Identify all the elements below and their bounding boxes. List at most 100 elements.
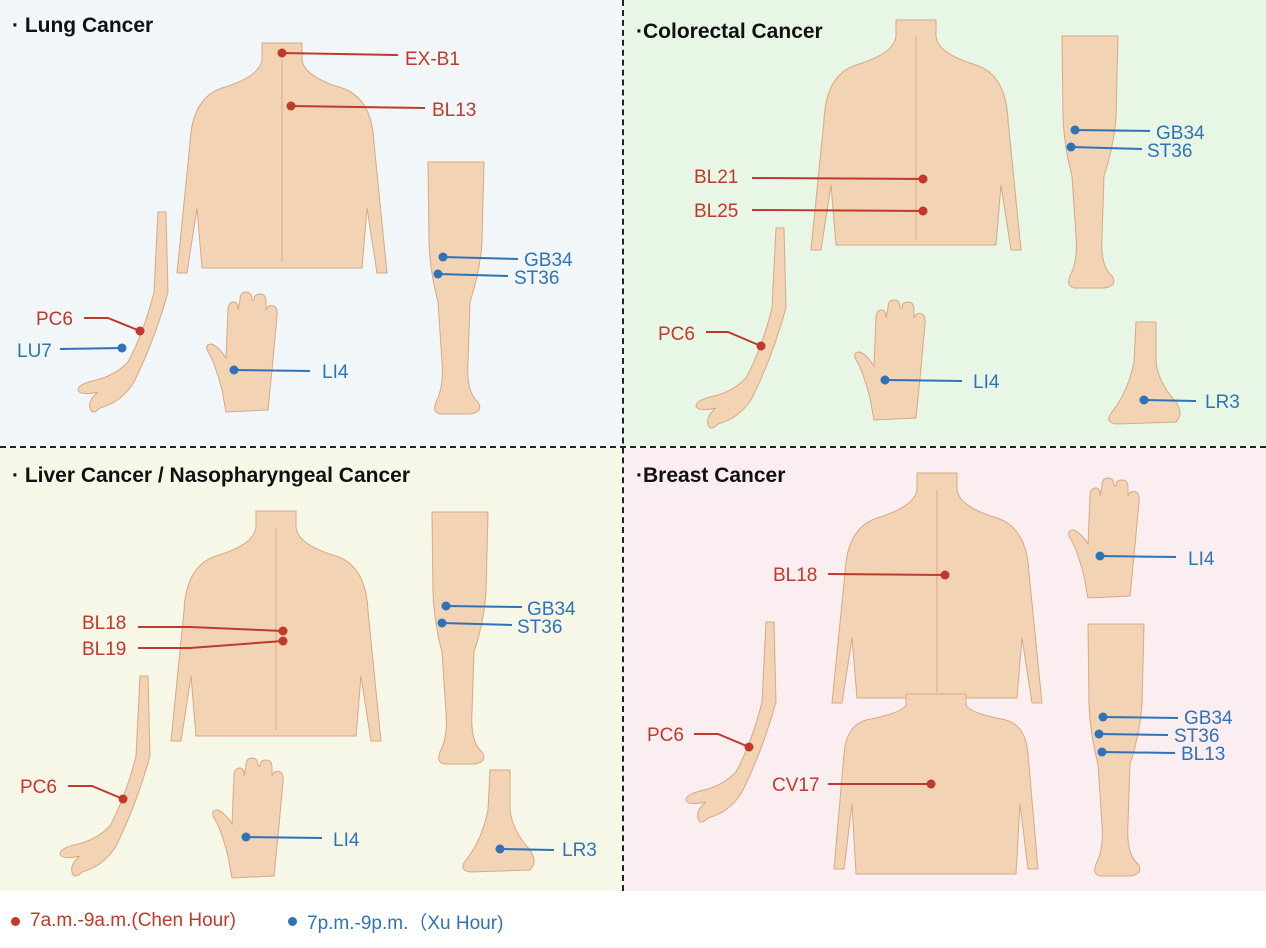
point-label-bl13: BL13 [432, 100, 476, 121]
point-label-lr3: LR3 [1205, 392, 1240, 413]
point-label-st36: ST36 [1147, 141, 1192, 162]
quadrant-title: · Liver Cancer / Nasopharyngeal Cancer [12, 464, 410, 487]
chen-point-dot [286, 101, 296, 111]
leader-line [138, 626, 284, 632]
anatomy-illustration: EX-B1 BL13 GB34 ST36 PC6 LU7 LI4 GB34 [17, 19, 1240, 879]
leader-line [884, 379, 963, 382]
vertical-divider [622, 0, 624, 891]
forearm-figure [685, 621, 777, 823]
legend-item-chen-hour: 7a.m.-9a.m.(Chen Hour) [11, 908, 236, 934]
leader-line [1098, 733, 1169, 736]
acupoints-colorectal: GB34 ST36 BL21 BL25 PC6 LI4 LR3 [658, 123, 1240, 413]
xu-point-dot [880, 375, 890, 385]
leader-line [1101, 751, 1176, 754]
point-label-bl21: BL21 [694, 167, 738, 188]
point-label-pc6: PC6 [20, 777, 57, 798]
xu-point-dot [117, 343, 127, 353]
xu-point-dot [438, 252, 448, 262]
foot-figure [1108, 321, 1181, 425]
leader-line [245, 836, 323, 839]
point-label-li4: LI4 [322, 362, 349, 383]
leader-line [751, 209, 924, 212]
point-label-li4: LI4 [333, 830, 360, 851]
xu-point-dot [1097, 747, 1107, 757]
leader-line [68, 785, 124, 800]
leader-line [694, 733, 750, 748]
legend-item-xu-hour: 7p.m.-9p.m.（Xu Hour) [288, 908, 503, 934]
point-label-pc6: PC6 [658, 324, 695, 345]
leader-line [827, 573, 946, 576]
foot-figure [462, 769, 535, 873]
leg-figure [431, 511, 489, 765]
chen-point-dot [278, 626, 288, 636]
chen-point-dot [918, 206, 928, 216]
hand-figure [212, 757, 284, 879]
leader-line [1099, 555, 1177, 558]
point-label-li4: LI4 [1188, 549, 1215, 570]
body-figures-lung [77, 42, 485, 415]
point-label-bl18: BL18 [82, 613, 126, 634]
xu-point-dot [1094, 729, 1104, 739]
leader-line [706, 331, 762, 347]
hand-figure [206, 291, 278, 413]
xu-point-dot [1098, 712, 1108, 722]
chen-point-dot [278, 636, 288, 646]
point-label-st36: ST36 [517, 617, 562, 638]
xu-point-dot [433, 269, 443, 279]
point-label-lr3: LR3 [562, 840, 597, 861]
point-label-gb34: GB34 [1184, 708, 1233, 729]
leader-line [445, 605, 523, 608]
chen-point-dot [940, 570, 950, 580]
leader-line [281, 52, 399, 56]
leader-line [437, 273, 509, 277]
xu-point-dot [495, 844, 505, 854]
leader-line [1070, 146, 1143, 150]
leader-line [84, 317, 141, 332]
point-label-bl25: BL25 [694, 201, 738, 222]
leg-figure [427, 161, 485, 415]
point-label-st36: ST36 [1174, 726, 1219, 747]
point-label-gb34: GB34 [1156, 123, 1205, 144]
legend-label-xu: 7p.m.-9p.m.（Xu Hour) [307, 912, 504, 934]
forearm-figure [695, 227, 787, 429]
point-label-gb34: GB34 [524, 250, 573, 271]
xu-point-dot [1070, 125, 1080, 135]
xu-point-dot [1095, 551, 1105, 561]
point-label-lu7: LU7 [17, 341, 52, 362]
chen-point-dot [135, 326, 145, 336]
chen-point-dot [918, 174, 928, 184]
leader-line [233, 369, 311, 372]
leader-line [442, 256, 519, 260]
leader-line [1102, 716, 1179, 719]
point-label-cv17: CV17 [772, 775, 820, 796]
body-figures-breast [685, 472, 1145, 877]
leader-line [751, 177, 924, 180]
point-label-bl19: BL19 [82, 639, 126, 660]
leader-line [59, 347, 123, 350]
quadrant-liver-nasopharyngeal-cancer: · Liver Cancer / Nasopharyngeal Cancer [0, 448, 622, 891]
point-label-pc6: PC6 [36, 309, 73, 330]
horizontal-divider [0, 446, 1266, 448]
forearm-figure [59, 675, 151, 877]
xu-hour-dot [288, 916, 297, 926]
chen-point-dot [926, 779, 936, 789]
xu-point-dot [241, 832, 251, 842]
leader-line [138, 640, 284, 649]
quadrant-title: ·Breast Cancer [636, 464, 786, 487]
xu-point-dot [441, 601, 451, 611]
quadrant-title: ·Colorectal Cancer [636, 20, 823, 43]
legend [0, 891, 1266, 948]
xu-point-dot [1066, 142, 1076, 152]
leader-line [499, 848, 555, 851]
leader-line [1143, 399, 1197, 402]
quadrant-title: · Lung Cancer [12, 14, 154, 37]
acupoints-lung: EX-B1 BL13 GB34 ST36 PC6 LU7 LI4 [17, 48, 573, 383]
chen-point-dot [756, 341, 766, 351]
point-label-bl18: BL18 [773, 565, 817, 586]
leader-line [290, 105, 426, 109]
point-label-gb34: GB34 [527, 599, 576, 620]
chen-point-dot [277, 48, 287, 58]
hand-figure [854, 299, 926, 421]
point-label-bl13: BL13 [1181, 744, 1225, 765]
